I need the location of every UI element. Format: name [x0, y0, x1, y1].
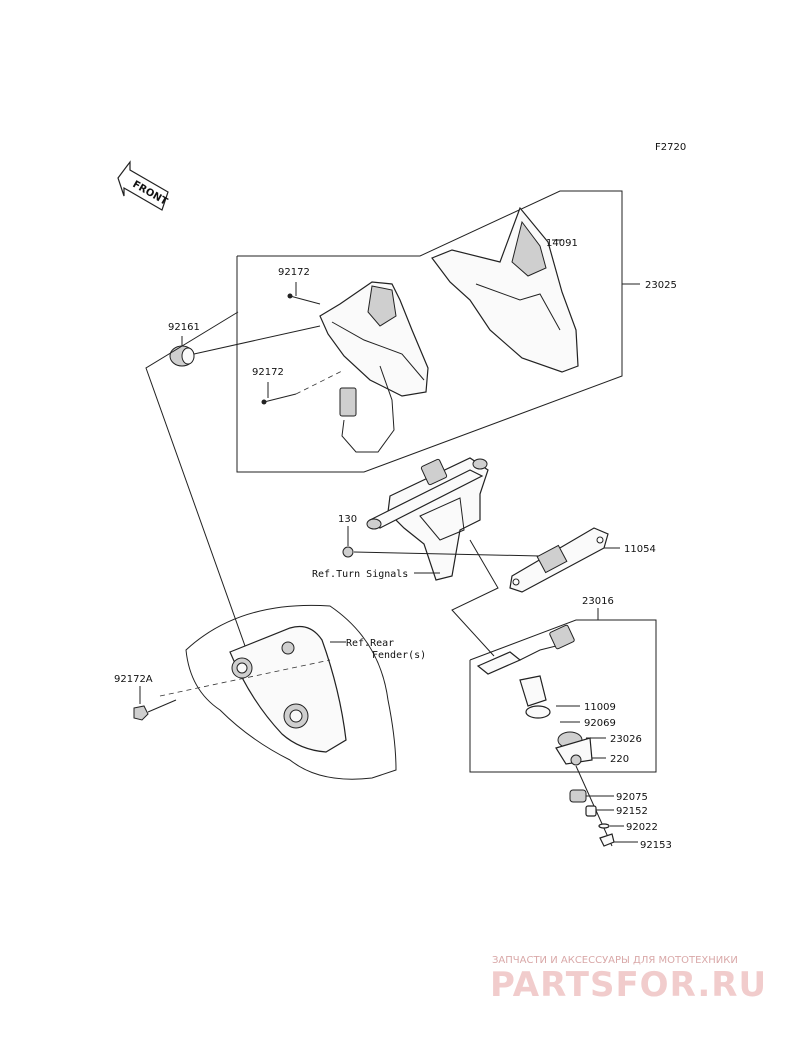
label-220: 220: [610, 754, 629, 765]
tail-lamp-assembly-box: [236, 190, 640, 473]
label-92161: 92161: [168, 322, 200, 333]
label-92153: 92153: [640, 840, 672, 851]
label-130: 130: [338, 514, 357, 525]
grommet-92161: [169, 325, 321, 367]
label-92172A: 92172A: [114, 674, 153, 685]
watermark-brand: PARTSFOR.RU: [490, 965, 767, 1005]
ref-turn-signals: Ref.Turn Signals: [312, 569, 408, 580]
label-23025: 23025: [645, 280, 677, 291]
label-92172-mid: 92172: [252, 367, 284, 378]
license-plate-bracket-11054: [509, 527, 620, 593]
license-lamp-assembly-box: [469, 608, 657, 773]
rear-fender-reference: [159, 604, 397, 780]
label-11009: 11009: [584, 702, 616, 713]
label-14091: 14091: [546, 238, 578, 249]
bolt-130: [342, 526, 541, 558]
screw-92172-mid: [261, 369, 345, 405]
rubber-92075: [569, 789, 614, 803]
watermark-tagline: ЗАПЧАСТИ И АКСЕССУАРЫ ДЛЯ МОТОТЕХНИКИ: [492, 955, 738, 966]
label-92069: 92069: [584, 718, 616, 729]
front-arrow-icon: FRONT: [117, 160, 169, 211]
label-92172-top: 92172: [278, 267, 310, 278]
label-92075: 92075: [616, 792, 648, 803]
collar-92152: [585, 805, 614, 817]
figure-code: F2720: [655, 142, 686, 153]
ref-rear-fender-2: Fender(s): [372, 650, 426, 661]
screw-92172-top: [287, 282, 321, 305]
label-23026: 23026: [610, 734, 642, 745]
label-92152: 92152: [616, 806, 648, 817]
nut-92172A: [133, 686, 177, 721]
license-bracket: [366, 457, 489, 581]
tail-lamp-housing: [319, 281, 429, 453]
ref-rear-fender-1: Ref.Rear: [346, 638, 394, 649]
label-11054: 11054: [624, 544, 656, 555]
license-lamp-parts: [476, 624, 606, 766]
label-92022: 92022: [626, 822, 658, 833]
tail-lamp-lens: [431, 206, 579, 373]
washer-92022: [598, 823, 624, 829]
leader-grommet-fender: [145, 311, 251, 661]
leader-bracket-lamp: [451, 539, 499, 657]
label-23016: 23016: [582, 596, 614, 607]
screw-92153: [599, 833, 638, 847]
